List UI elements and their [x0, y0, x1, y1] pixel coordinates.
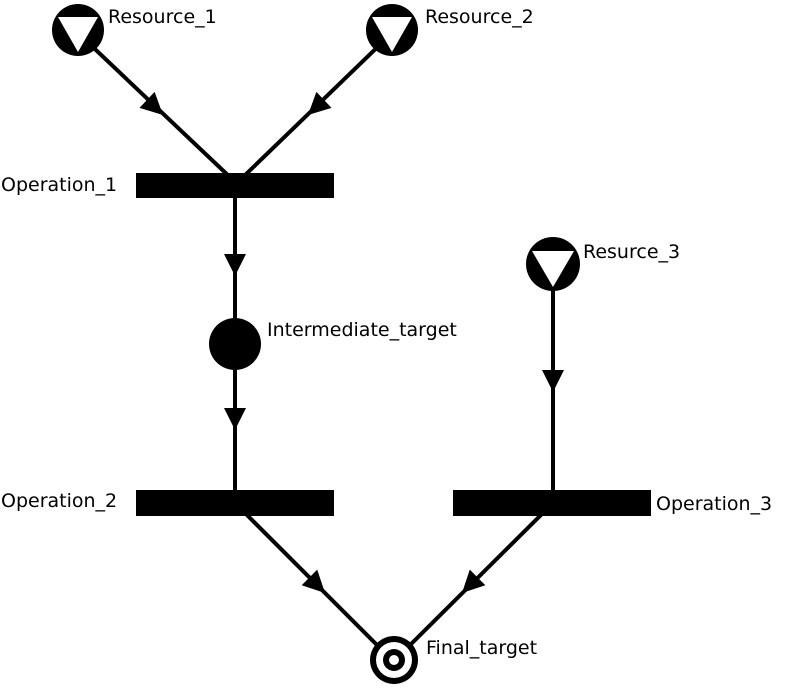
intermediate-target-circle: [209, 318, 261, 370]
arrowhead-resource-2: [308, 91, 332, 115]
final-target-label: Final_target: [426, 637, 537, 659]
operation-1-label: Operation_1: [1, 174, 117, 196]
operations: [136, 173, 651, 516]
resurce-3-node: [526, 237, 580, 291]
arrowhead-operation-1-down: [224, 254, 246, 276]
edges: [76, 31, 555, 662]
resource-1-label: Resource_1: [108, 6, 217, 28]
operation-3-bar: [453, 490, 651, 516]
final-target-node: [370, 636, 418, 684]
inverted-triangle-icon: [532, 251, 574, 287]
arrowheads: [139, 91, 564, 593]
inverted-triangle-icon: [58, 17, 98, 52]
resource-2-node: [366, 4, 418, 56]
arrowhead-intermediate-down: [224, 408, 246, 430]
inverted-triangle-icon: [372, 17, 412, 52]
operation-1-bar: [136, 173, 334, 198]
resurce-3-label: Resurce_3: [583, 241, 680, 263]
arrowhead-resource-1: [139, 91, 163, 115]
operation-2-label: Operation_2: [1, 490, 117, 512]
intermediate-target-label: Intermediate_target: [267, 319, 457, 341]
arrowhead-resurce-3-down: [542, 370, 564, 392]
resource-1-node: [52, 4, 104, 56]
operation-2-bar: [136, 490, 334, 516]
operation-3-label: Operation_3: [656, 493, 772, 515]
resource-2-label: Resource_2: [425, 6, 534, 28]
labels: Resource_1 Resource_2 Resurce_3 Operatio…: [1, 6, 772, 659]
